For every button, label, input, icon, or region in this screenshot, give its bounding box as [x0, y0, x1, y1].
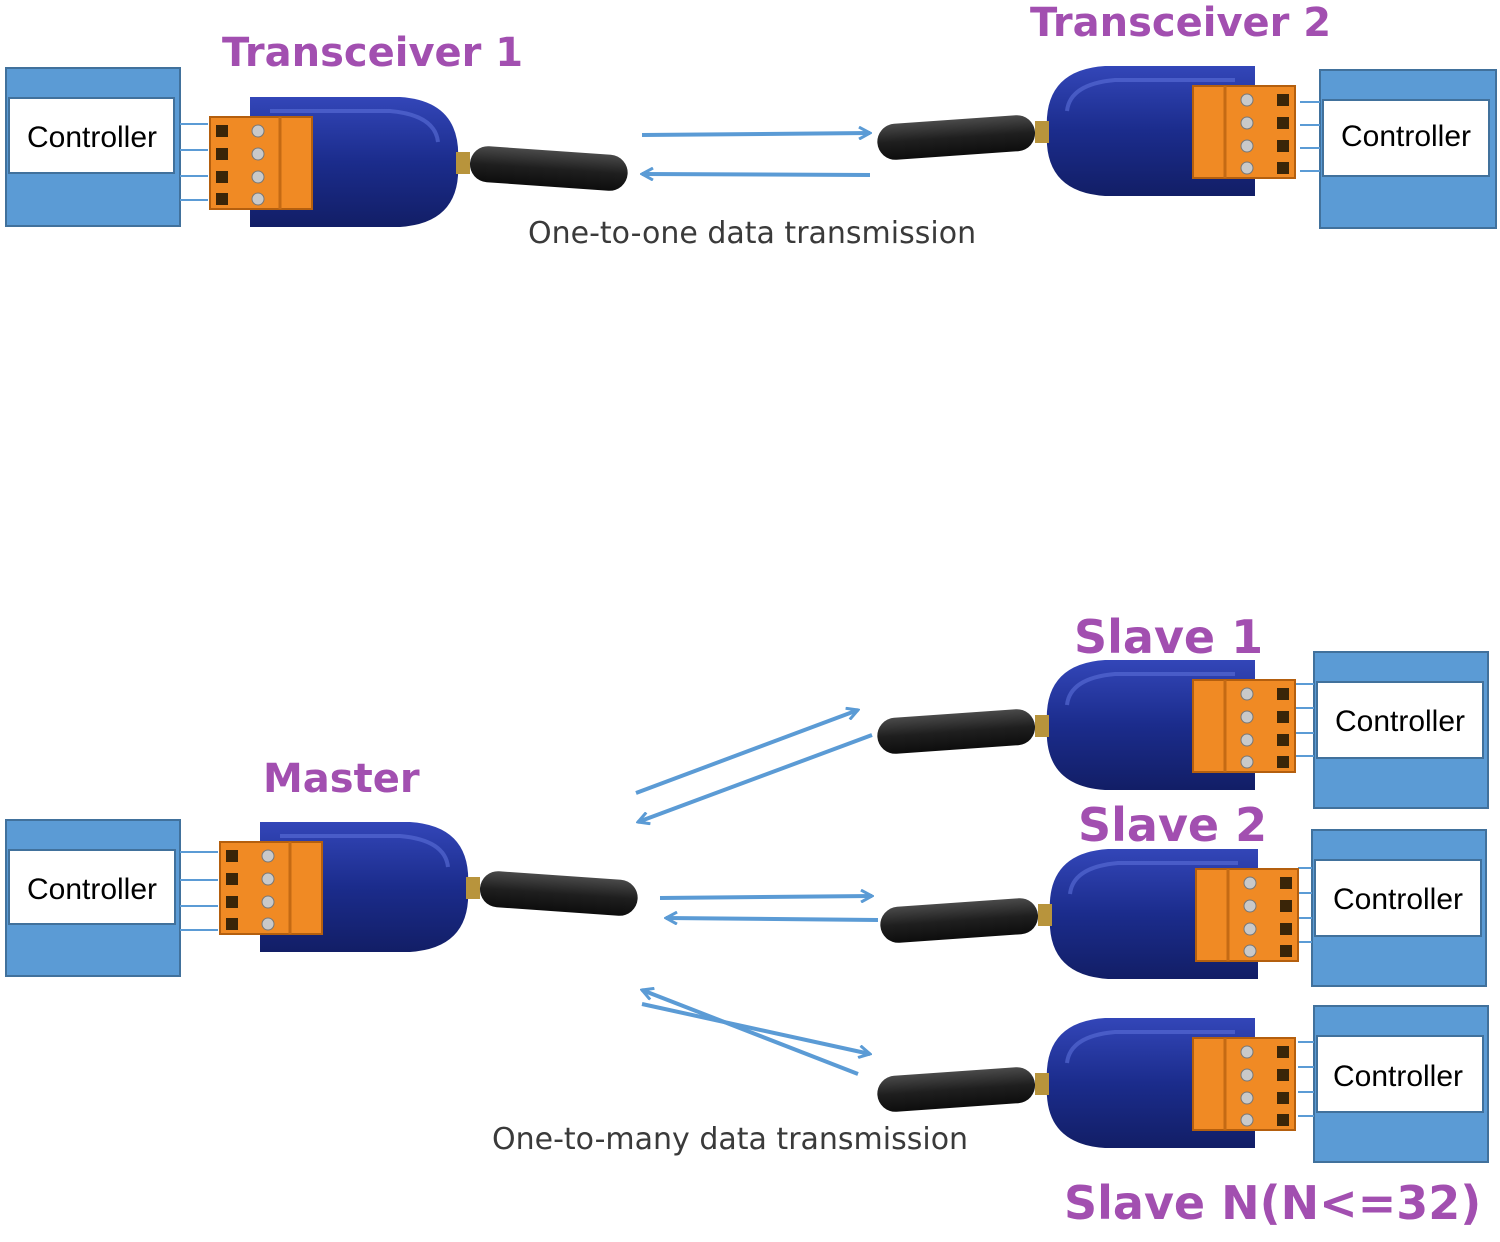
- caption-one-to-many: One-to-many data transmission: [492, 1122, 969, 1157]
- arrow-right: [641, 133, 870, 135]
- label-transceiver-2: Transceiver 2: [1030, 0, 1332, 46]
- slave-2-device: [879, 849, 1298, 979]
- controller-slave-1: Controller: [1313, 651, 1489, 809]
- controller-label: Controller: [27, 873, 157, 906]
- arrow-to-slave-2: [659, 896, 872, 898]
- label-slave-2: Slave 2: [1078, 798, 1268, 852]
- controller-master: Controller: [5, 819, 181, 977]
- controller-label: Controller: [1341, 120, 1471, 153]
- controller-transceiver-2: Controller: [1319, 69, 1497, 229]
- slave-1-device: [876, 660, 1295, 790]
- arrow-to-slave-1: [635, 710, 858, 795]
- arrow-from-slave-1: [638, 733, 873, 822]
- controller-slave-n: Controller: [1313, 1005, 1489, 1163]
- caption-one-to-one: One-to-one data transmission: [528, 216, 977, 251]
- label-slave-1: Slave 1: [1074, 610, 1264, 664]
- wires: [180, 101, 1320, 1117]
- label-transceiver-1: Transceiver 1: [222, 30, 524, 76]
- arrow-left: [642, 174, 871, 175]
- arrow-to-slave-n: [641, 1002, 870, 1054]
- controller-label: Controller: [1333, 1060, 1463, 1093]
- label-slave-n: Slave N(N<=32): [1064, 1176, 1482, 1230]
- controller-label: Controller: [27, 121, 157, 154]
- transceiver-2-device: [876, 66, 1295, 196]
- controller-transceiver-1: Controller: [5, 67, 181, 227]
- master-device: [218, 820, 641, 954]
- controller-label: Controller: [1335, 705, 1465, 738]
- controller-label: Controller: [1333, 883, 1463, 916]
- arrow-from-slave-n: [642, 990, 859, 1076]
- arrows: [635, 133, 879, 1076]
- controller-slave-2: Controller: [1311, 829, 1487, 987]
- arrow-from-slave-2: [666, 918, 879, 920]
- transceiver-1-device: [208, 95, 631, 229]
- label-master: Master: [263, 756, 420, 802]
